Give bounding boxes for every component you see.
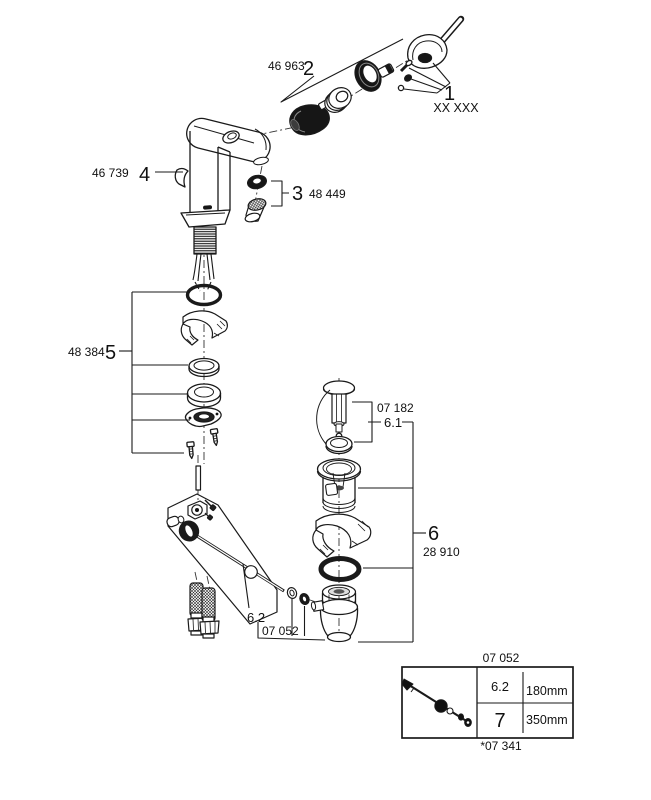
body-side-lever [174, 167, 189, 188]
mechanism-box [167, 493, 278, 625]
part-labels: 46 963 2 1 XX XXX 46 739 4 3 48 449 48 3… [68, 58, 479, 638]
washer-thin [188, 357, 220, 378]
popup-rod-group [166, 465, 310, 639]
table-footnote: *07 341 [480, 739, 522, 753]
label-part-07182: 07 182 [377, 401, 414, 415]
label-part-46963: 46 963 [268, 59, 305, 73]
drain-group [310, 380, 372, 643]
label-part-48449: 48 449 [309, 187, 346, 201]
cartridge-seat-boss [222, 130, 240, 144]
leader-item62 [242, 563, 250, 609]
table-row2-ref: 7 [494, 710, 505, 732]
drain-flange [316, 458, 362, 513]
label-part-xxxxx: XX XXX [433, 101, 479, 115]
pivot-rod [196, 534, 285, 593]
label-ref-6: 6 [428, 523, 439, 545]
leader-lines [119, 38, 451, 643]
label-part-48384: 48 384 [68, 345, 105, 359]
cap-ring [354, 60, 382, 92]
handle-cap-ball [397, 84, 405, 92]
body-slot [203, 205, 213, 210]
vertical-rod [195, 465, 202, 491]
threaded-shank [193, 226, 217, 255]
outlet-gasket [247, 174, 267, 190]
leader-item1 [403, 62, 451, 94]
washer-thick [186, 383, 222, 408]
label-ref-5: 5 [105, 342, 116, 364]
leader-item2 [280, 38, 404, 103]
bracket-item6 [358, 422, 426, 643]
label-ref-3: 3 [292, 183, 303, 205]
handle-screw [399, 59, 413, 73]
label-ref-4: 4 [139, 164, 150, 186]
plug-seal-ring [325, 435, 353, 455]
table-row1-ref: 6.2 [491, 679, 509, 694]
drain-o-ring [318, 556, 362, 582]
cap-nut [166, 515, 185, 528]
handle-group [397, 15, 465, 92]
supply-hoses [187, 582, 220, 639]
horseshoe-clamp [180, 310, 228, 346]
table-row2-length: 350mm [526, 713, 568, 727]
label-ref-61: 6.1 [384, 415, 402, 430]
handle-plug [403, 74, 413, 82]
adapter-sleeve [377, 63, 395, 78]
bracket-item61 [352, 401, 413, 443]
mounting-plate [184, 407, 222, 428]
size-table: 07 052 6.2 180mm 7 350mm *07 341 [401, 651, 574, 753]
cartridge [289, 99, 330, 136]
aerator-group [244, 174, 267, 223]
rod-o-ring [286, 587, 298, 599]
aerator [244, 198, 267, 223]
drain-body [310, 584, 359, 643]
label-ref-1: 1 [444, 83, 455, 105]
overflow-spigot [310, 600, 325, 612]
bracket-item3 [271, 180, 289, 207]
bracket-item5 [119, 291, 190, 454]
pivot-grommet [178, 520, 200, 542]
label-ref-2: 2 [303, 58, 314, 80]
mounting-group [180, 283, 228, 460]
popup-plug [322, 380, 356, 440]
insertion-curve [316, 389, 331, 445]
rod-nut [299, 593, 310, 605]
cartridge-threaded-ring [324, 87, 352, 113]
bracket-07052 [257, 599, 326, 641]
mounting-screw-left [186, 441, 195, 460]
mounting-screw-right [209, 428, 219, 447]
cartridge-group [289, 60, 395, 136]
lever-handle [407, 15, 465, 69]
label-part-46739: 46 739 [92, 166, 129, 180]
o-ring [185, 283, 223, 307]
hose-tails [192, 253, 215, 292]
waste-horseshoe [312, 513, 372, 558]
label-part-07052: 07 052 [262, 624, 299, 638]
label-part-28910: 28 910 [423, 545, 460, 559]
rod-clamp-block [187, 499, 217, 521]
table-title: 07 052 [483, 651, 520, 665]
table-row1-length: 180mm [526, 684, 568, 698]
faucet-body [174, 117, 271, 292]
label-ref-62: 6.2 [247, 610, 265, 625]
table-rod-drawing [401, 678, 472, 727]
